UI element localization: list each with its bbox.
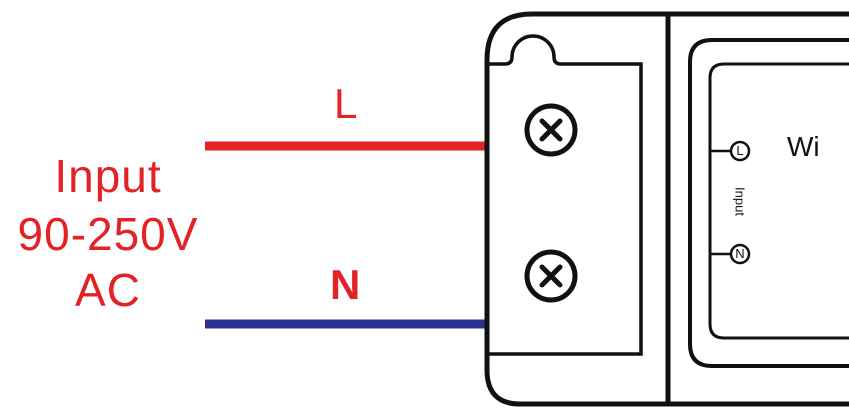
module-partial-text: Wi bbox=[787, 131, 820, 162]
neutral-wire-label: N bbox=[330, 261, 361, 308]
module-terminal-n bbox=[729, 243, 751, 265]
module-inner-frame bbox=[708, 62, 849, 340]
screw-neutral bbox=[524, 249, 578, 303]
screw-live bbox=[524, 103, 578, 157]
voltage-range-label: 90-250V bbox=[17, 208, 199, 260]
terminal-block-housing bbox=[484, 11, 849, 407]
module-input-label: Input bbox=[732, 187, 748, 216]
terminal-cover bbox=[487, 34, 643, 356]
module-terminal-n-label: N bbox=[735, 246, 745, 261]
module-terminal-l bbox=[729, 140, 751, 162]
module-terminal-l-label: L bbox=[736, 143, 744, 158]
input-label: Input bbox=[54, 150, 162, 202]
live-wire-label: L bbox=[334, 80, 358, 127]
module-outer-frame bbox=[688, 38, 849, 368]
ac-label: AC bbox=[75, 264, 141, 316]
